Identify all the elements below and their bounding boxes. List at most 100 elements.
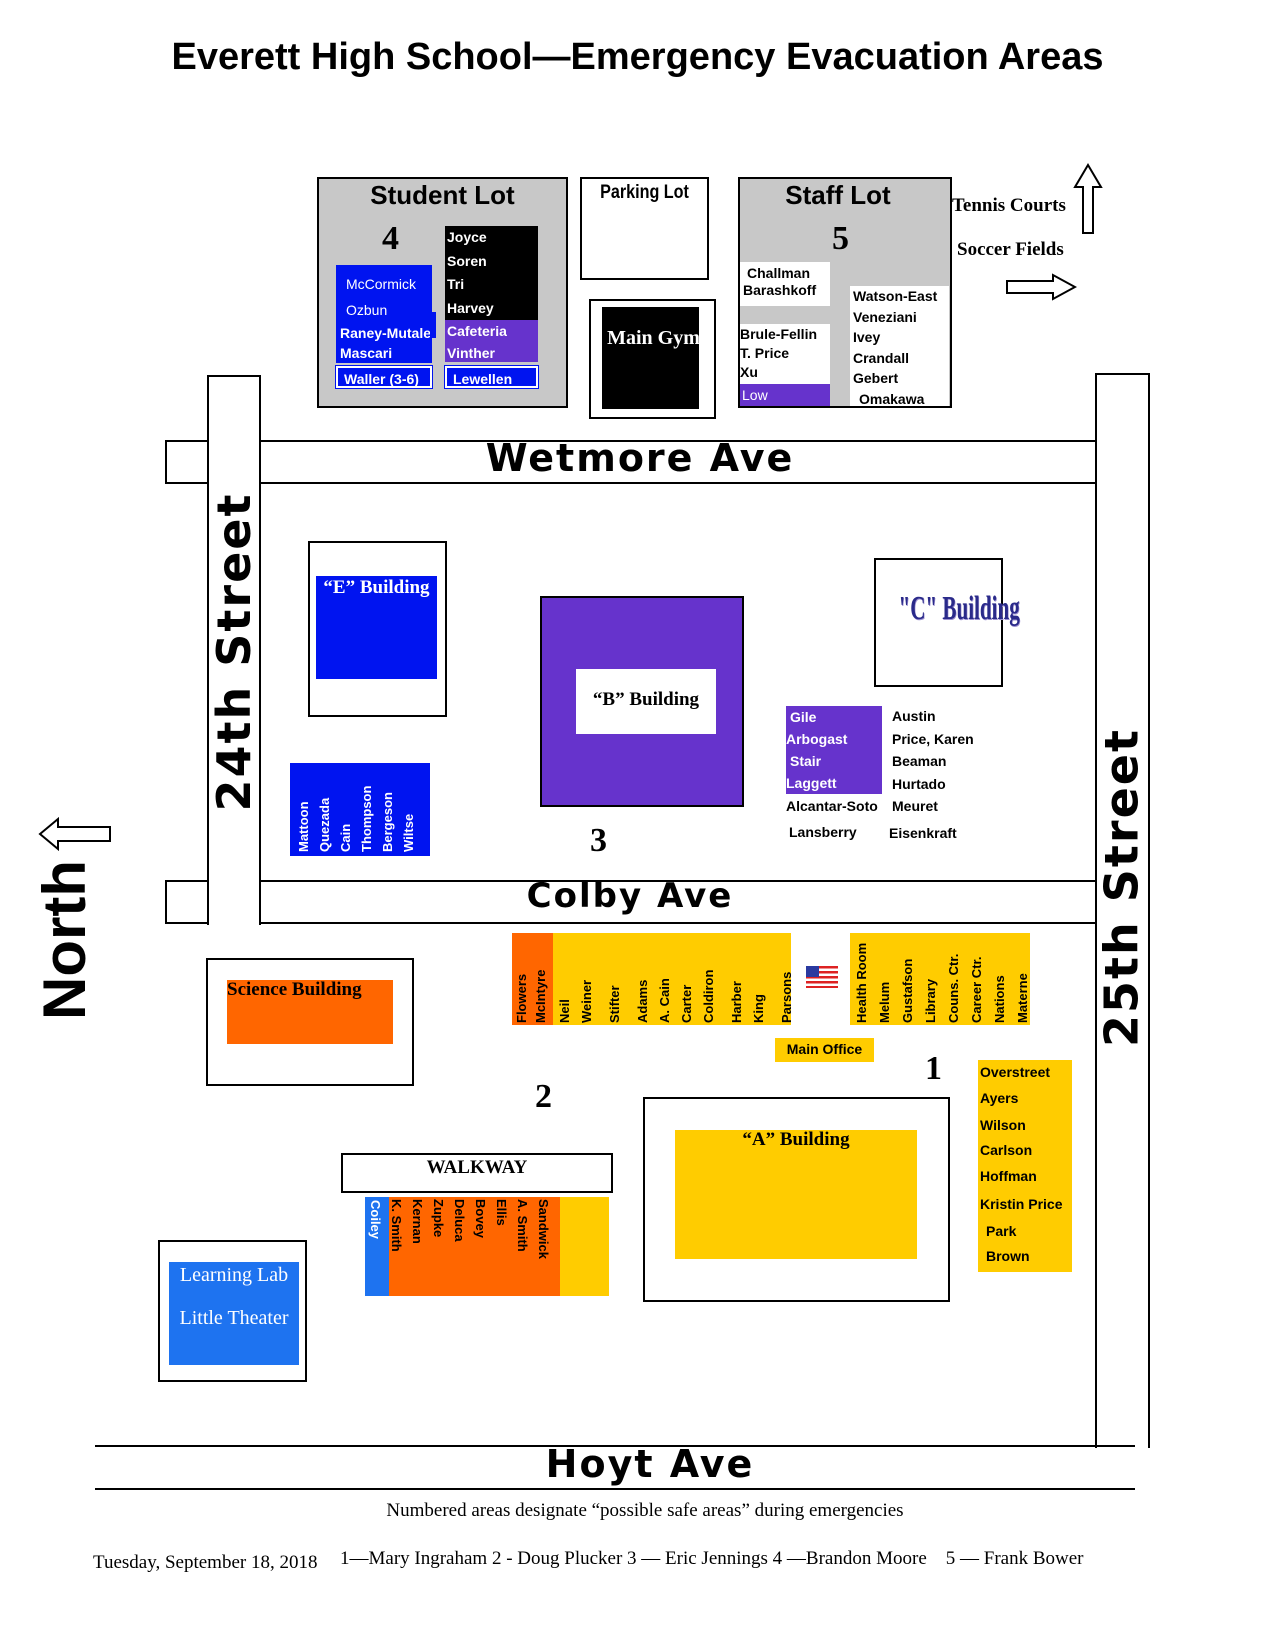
area-2-number: 2 bbox=[535, 1078, 552, 1115]
list-item: Ivey bbox=[853, 329, 881, 345]
little-theater-label: Little Theater bbox=[179, 1307, 289, 1329]
area-4-number: 4 bbox=[382, 220, 399, 257]
c-building-label: "C" Building bbox=[898, 590, 1020, 627]
hoyt-ave-line-bottom bbox=[95, 1488, 1135, 1490]
list-item: Brule-Fellin bbox=[740, 326, 818, 342]
flag-icon bbox=[806, 966, 838, 993]
page-title: Everett High School—Emergency Evacuation… bbox=[171, 36, 1104, 78]
list-item: King bbox=[751, 994, 766, 1023]
area1-gold-left-group: Neil Weiner Stifter Adams A. Cain Carter… bbox=[553, 933, 794, 1025]
b-building-label-box bbox=[576, 669, 716, 734]
learning-lab-building bbox=[169, 1262, 299, 1365]
low-box: Low bbox=[740, 384, 830, 406]
list-item: T. Price bbox=[740, 345, 790, 361]
list-item: Wiltse bbox=[401, 813, 416, 852]
list-item: Tri bbox=[447, 276, 465, 292]
student-lot-blue-tab bbox=[430, 312, 436, 338]
list-item: Weiner bbox=[579, 979, 594, 1023]
student-lot-purple-group: Cafeteria Vinther bbox=[445, 320, 538, 362]
list-item: Beaman bbox=[892, 753, 947, 769]
e-building-label: “E” Building bbox=[323, 577, 430, 598]
staff-lot-left-mid: Brule-Fellin T. Price Xu bbox=[740, 324, 830, 384]
staff-lot-title: Staff Lot bbox=[785, 180, 891, 210]
list-item: Xu bbox=[740, 364, 758, 380]
list-item: Barashkoff bbox=[743, 282, 817, 298]
list-item: Brown bbox=[986, 1248, 1030, 1264]
a-building-label: “A” Building bbox=[742, 1129, 850, 1150]
main-gym bbox=[602, 307, 699, 409]
walkway-label: WALKWAY bbox=[426, 1157, 528, 1178]
list-item: Thompson bbox=[359, 785, 374, 852]
tennis-courts-label: Tennis Courts bbox=[952, 195, 1066, 216]
list-item: Wilson bbox=[980, 1117, 1026, 1133]
list-item: Omakawa bbox=[859, 390, 925, 407]
student-lot-black-group: Joyce Soren Tri Harvey bbox=[445, 226, 538, 321]
list-item: Kernan bbox=[410, 1199, 425, 1244]
science-building-label: Science Building bbox=[227, 979, 362, 1000]
lewellen-box: Lewellen bbox=[444, 365, 539, 389]
list-item: Hurtado bbox=[892, 775, 946, 792]
list-item: Soren bbox=[447, 252, 487, 269]
learning-lab-label: Learning Lab bbox=[179, 1264, 289, 1286]
list-item: Hoffman bbox=[980, 1168, 1037, 1184]
list-item: Bovey bbox=[473, 1199, 488, 1239]
list-item: Cain bbox=[338, 823, 353, 852]
list-item: Materne bbox=[1015, 973, 1030, 1023]
list-item: Adams bbox=[635, 979, 650, 1023]
b-building-label: “B” Building bbox=[592, 689, 700, 710]
walkway bbox=[341, 1153, 613, 1193]
staff-lot-left-top: Challman Barashkoff bbox=[740, 262, 830, 306]
list-item: McIntyre bbox=[533, 969, 548, 1023]
25th-street bbox=[1095, 373, 1150, 1448]
list-item: McCormick bbox=[346, 276, 416, 292]
main-gym-lot bbox=[589, 299, 716, 419]
25th-street-label: 25th Street bbox=[1094, 728, 1149, 1047]
parking-lot-title: Parking Lot bbox=[600, 182, 689, 203]
learning-lab-lot bbox=[158, 1240, 307, 1382]
main-office: Main Office bbox=[775, 1038, 874, 1062]
list-item: Carter bbox=[679, 984, 694, 1023]
list-item: Mattoon bbox=[296, 801, 311, 852]
24th-street-label: 24th Street bbox=[207, 492, 261, 812]
list-item: Price, Karen bbox=[892, 730, 974, 747]
footer-date: Tuesday, September 18, 2018 bbox=[93, 1552, 318, 1573]
footer-contacts: 1—Mary Ingraham 2 - Doug Plucker 3 — Eri… bbox=[340, 1548, 1084, 1569]
north-arrow-icon bbox=[38, 816, 118, 856]
list-item: Alcantar-Soto bbox=[786, 798, 878, 814]
area3-right-group: Austin Price, Karen Beaman Hurtado Meure… bbox=[889, 705, 974, 844]
list-item: Gustafson bbox=[900, 958, 915, 1023]
student-lot-blue-group: McCormick Ozbun Raney-Mutale Mascari bbox=[336, 265, 432, 363]
list-item: Watson-East bbox=[853, 288, 938, 304]
area-1-number: 1 bbox=[925, 1050, 942, 1087]
area-5-number: 5 bbox=[832, 220, 849, 257]
list-item: Quezada bbox=[317, 797, 332, 852]
footer-note: Numbered areas designate “possible safe … bbox=[386, 1500, 904, 1521]
wetmore-ave bbox=[165, 440, 1095, 484]
list-item: Harber bbox=[729, 981, 744, 1023]
list-item: Parsons bbox=[779, 971, 794, 1023]
area3-purple-group: Gile Arbogast Stair Laggett bbox=[786, 706, 882, 794]
list-item: Lansberry bbox=[789, 824, 857, 840]
list-item: A. Smith bbox=[515, 1199, 530, 1252]
soccer-fields-label: Soccer Fields bbox=[957, 239, 1064, 260]
list-item: Joyce bbox=[447, 229, 487, 245]
list-item: Stifter bbox=[607, 985, 622, 1023]
list-item: Deluca bbox=[452, 1199, 467, 1242]
list-item: Eisenkraft bbox=[889, 824, 957, 841]
list-item: Zupke bbox=[431, 1199, 446, 1238]
right-arrow-icon bbox=[1005, 273, 1078, 306]
up-arrow-icon bbox=[1073, 163, 1103, 240]
list-item: Raney-Mutale bbox=[340, 325, 432, 341]
science-building-lot bbox=[206, 958, 414, 1086]
area1-east-group: Overstreet Ayers Wilson Carlson Hoffman … bbox=[978, 1060, 1072, 1272]
list-item: Harvey bbox=[447, 299, 494, 316]
waller-box: Waller (3-6) bbox=[335, 365, 433, 389]
e-area-names: Mattoon Quezada Cain Thompson Bergeson W… bbox=[290, 763, 430, 856]
science-building bbox=[227, 980, 393, 1044]
list-item: Bergeson bbox=[380, 792, 395, 852]
a-building bbox=[675, 1130, 917, 1259]
a-building-lot bbox=[643, 1097, 950, 1302]
list-item: Gebert bbox=[853, 370, 899, 386]
list-item: Couns. Ctr. bbox=[946, 953, 961, 1023]
list-item: Arbogast bbox=[786, 731, 848, 747]
